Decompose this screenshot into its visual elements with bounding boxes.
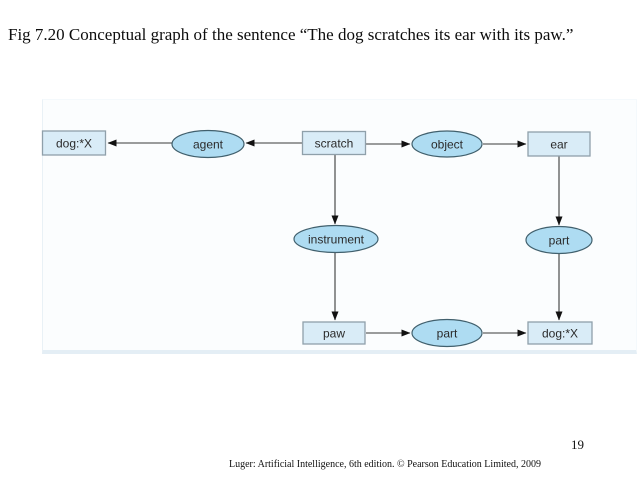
node-label: object [431,137,464,151]
node-paw: paw [302,321,366,345]
node-scratch: scratch [301,130,367,156]
concept-box [302,321,366,345]
relation-ellipse [525,225,593,255]
concept-box [41,130,107,156]
relation-ellipse [293,224,379,254]
node-label: paw [323,326,345,340]
relation-ellipse [411,318,483,348]
node-label: part [437,326,458,340]
node-label: dog:*X [542,326,578,340]
node-label: ear [550,137,567,151]
node-label: part [549,233,570,247]
node-object: object [411,130,483,158]
relation-ellipse [411,130,483,158]
concept-box [527,131,591,157]
page-number: 19 [571,437,584,452]
node-agent: agent [171,129,245,159]
node-label: dog:*X [56,136,92,150]
node-label: agent [193,137,224,151]
node-label: instrument [308,232,365,246]
relation-ellipse [171,129,245,159]
concept-box [527,321,593,345]
node-part-right: part [525,225,593,255]
concept-box [301,130,367,156]
node-dog-x-top: dog:*X [41,130,107,156]
figure-caption: Fig 7.20 Conceptual graph of the sentenc… [8,25,574,44]
node-instrument: instrument [293,224,379,254]
node-part-bottom: part [411,318,483,348]
node-label: scratch [315,136,354,150]
node-ear: ear [527,131,591,157]
copyright-footer: Luger: Artificial Intelligence, 6th edit… [229,459,541,470]
conceptual-graph-diagram: dog:*X agent scratch object ear instrument par… [41,129,593,348]
node-dog-x-bottom: dog:*X [527,321,593,345]
